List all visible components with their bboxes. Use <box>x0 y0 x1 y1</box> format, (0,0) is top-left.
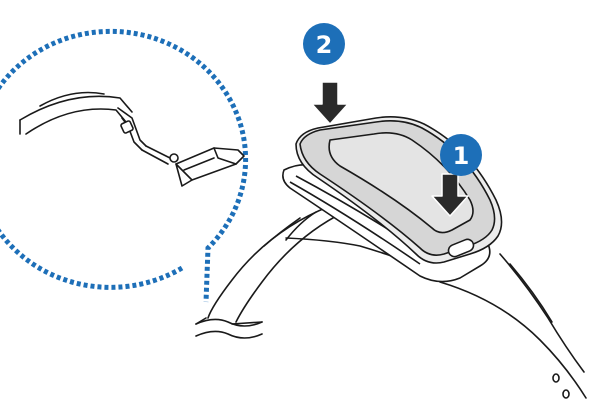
step-1-arrow-icon <box>431 173 469 217</box>
callout-outline <box>0 28 249 303</box>
step-2-arrow-icon <box>311 81 349 125</box>
step-badge-1: 1 <box>440 134 482 176</box>
home-button <box>447 238 475 258</box>
detail-callout <box>0 28 249 303</box>
device-screen <box>328 132 474 234</box>
step-1-label: 1 <box>453 142 470 170</box>
strap-pin-detail <box>19 91 245 187</box>
step-badge-2: 2 <box>303 23 345 65</box>
step-2-label: 2 <box>316 31 333 59</box>
